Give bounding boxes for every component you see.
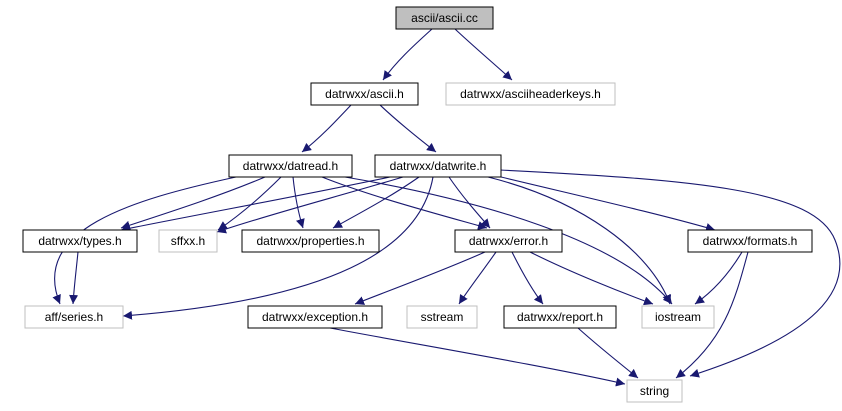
node-exception-h[interactable]: datrwxx/exception.h [247, 305, 383, 329]
node-iostream: iostream [641, 305, 715, 329]
node-label: datrwxx/properties.h [256, 234, 364, 248]
node-label: datrwxx/types.h [38, 234, 121, 248]
node-label: ascii/ascii.cc [411, 11, 478, 25]
edge-formats-h-to-string [675, 251, 749, 379]
node-box [687, 229, 813, 253]
node-box [641, 305, 715, 329]
node-formats-h[interactable]: datrwxx/formats.h [687, 229, 813, 253]
node-box [395, 6, 494, 30]
node-label: aff/series.h [45, 310, 103, 324]
edge-error-h-to-exception-h [354, 251, 486, 305]
edge-datwrite-h-to-series-h [122, 176, 434, 320]
edge-types-h-to-series-h [69, 251, 79, 305]
edge-datwrite-h-to-iostream [487, 176, 672, 305]
node-ascii-cc[interactable]: ascii/ascii.cc [395, 6, 494, 30]
edge-datwrite-h-to-error-h [448, 176, 491, 229]
node-label: sstream [421, 310, 464, 324]
node-box [445, 82, 616, 106]
node-box [247, 305, 383, 329]
edge-datread-h-to-error-h [321, 176, 488, 230]
node-label: sffxx.h [171, 234, 205, 248]
node-sstream: sstream [406, 305, 478, 329]
edge-exception-h-to-string [329, 327, 626, 387]
node-label: datrwxx/datwrite.h [390, 159, 487, 173]
edge-error-h-to-iostream [529, 251, 654, 306]
edge-datwrite-h-to-types-h [120, 176, 391, 233]
edge-formats-h-to-iostream [694, 251, 743, 305]
node-box [454, 229, 563, 253]
node-sffxx-h: sffxx.h [158, 229, 218, 253]
node-box [374, 154, 502, 178]
edge-ascii-h-to-datwrite-h [379, 104, 437, 153]
node-label: datrwxx/formats.h [703, 234, 798, 248]
edge-report-h-to-string [577, 327, 639, 379]
node-series-h: aff/series.h [24, 305, 124, 329]
node-label: datrwxx/datread.h [243, 159, 338, 173]
node-report-h[interactable]: datrwxx/report.h [503, 305, 617, 329]
edge-datread-h-to-iostream [344, 176, 673, 305]
node-label: datrwxx/report.h [517, 310, 603, 324]
edge-error-h-to-report-h [511, 251, 544, 305]
edge-datread-h-to-types-h [120, 176, 266, 230]
node-box [626, 379, 683, 403]
node-box [24, 305, 124, 329]
node-types-h[interactable]: datrwxx/types.h [22, 229, 138, 253]
node-label: datrwxx/asciiheaderkeys.h [460, 87, 601, 101]
node-label: datrwxx/exception.h [262, 310, 368, 324]
node-string: string [626, 379, 683, 403]
node-label: datrwxx/error.h [469, 234, 548, 248]
edge-datwrite-h-to-formats-h [500, 176, 716, 232]
edge-datread-h-to-series-h [52, 176, 237, 305]
edge-datwrite-h-to-string [499, 169, 841, 378]
edges [52, 28, 841, 387]
node-box [241, 229, 380, 253]
node-box [406, 305, 478, 329]
node-box [310, 82, 419, 106]
node-datread-h[interactable]: datrwxx/datread.h [228, 154, 353, 178]
node-label: string [640, 384, 669, 398]
node-box [503, 305, 617, 329]
node-asciiheaderkeys-h: datrwxx/asciiheaderkeys.h [445, 82, 616, 106]
node-label: datrwxx/ascii.h [325, 87, 404, 101]
edge-datwrite-h-to-sffxx-h [216, 176, 404, 234]
node-box [158, 229, 218, 253]
edge-datwrite-h-to-properties-h [332, 176, 420, 229]
node-error-h[interactable]: datrwxx/error.h [454, 229, 563, 253]
node-label: iostream [655, 310, 701, 324]
node-ascii-h[interactable]: datrwxx/ascii.h [310, 82, 419, 106]
nodes: ascii/ascii.cc datrwxx/ascii.h datrwxx/asc… [22, 6, 813, 403]
edge-ascii-h-to-datread-h [301, 104, 352, 153]
node-datwrite-h[interactable]: datrwxx/datwrite.h [374, 154, 502, 178]
node-box [22, 229, 138, 253]
node-properties-h[interactable]: datrwxx/properties.h [241, 229, 380, 253]
edge-error-h-to-sstream [458, 251, 497, 305]
node-box [228, 154, 353, 178]
edge-ascii-cc-to-ascii-h [382, 28, 433, 81]
edge-ascii-cc-to-asciiheaderkeys-h [454, 28, 513, 81]
edge-datread-h-to-properties-h [292, 176, 305, 229]
